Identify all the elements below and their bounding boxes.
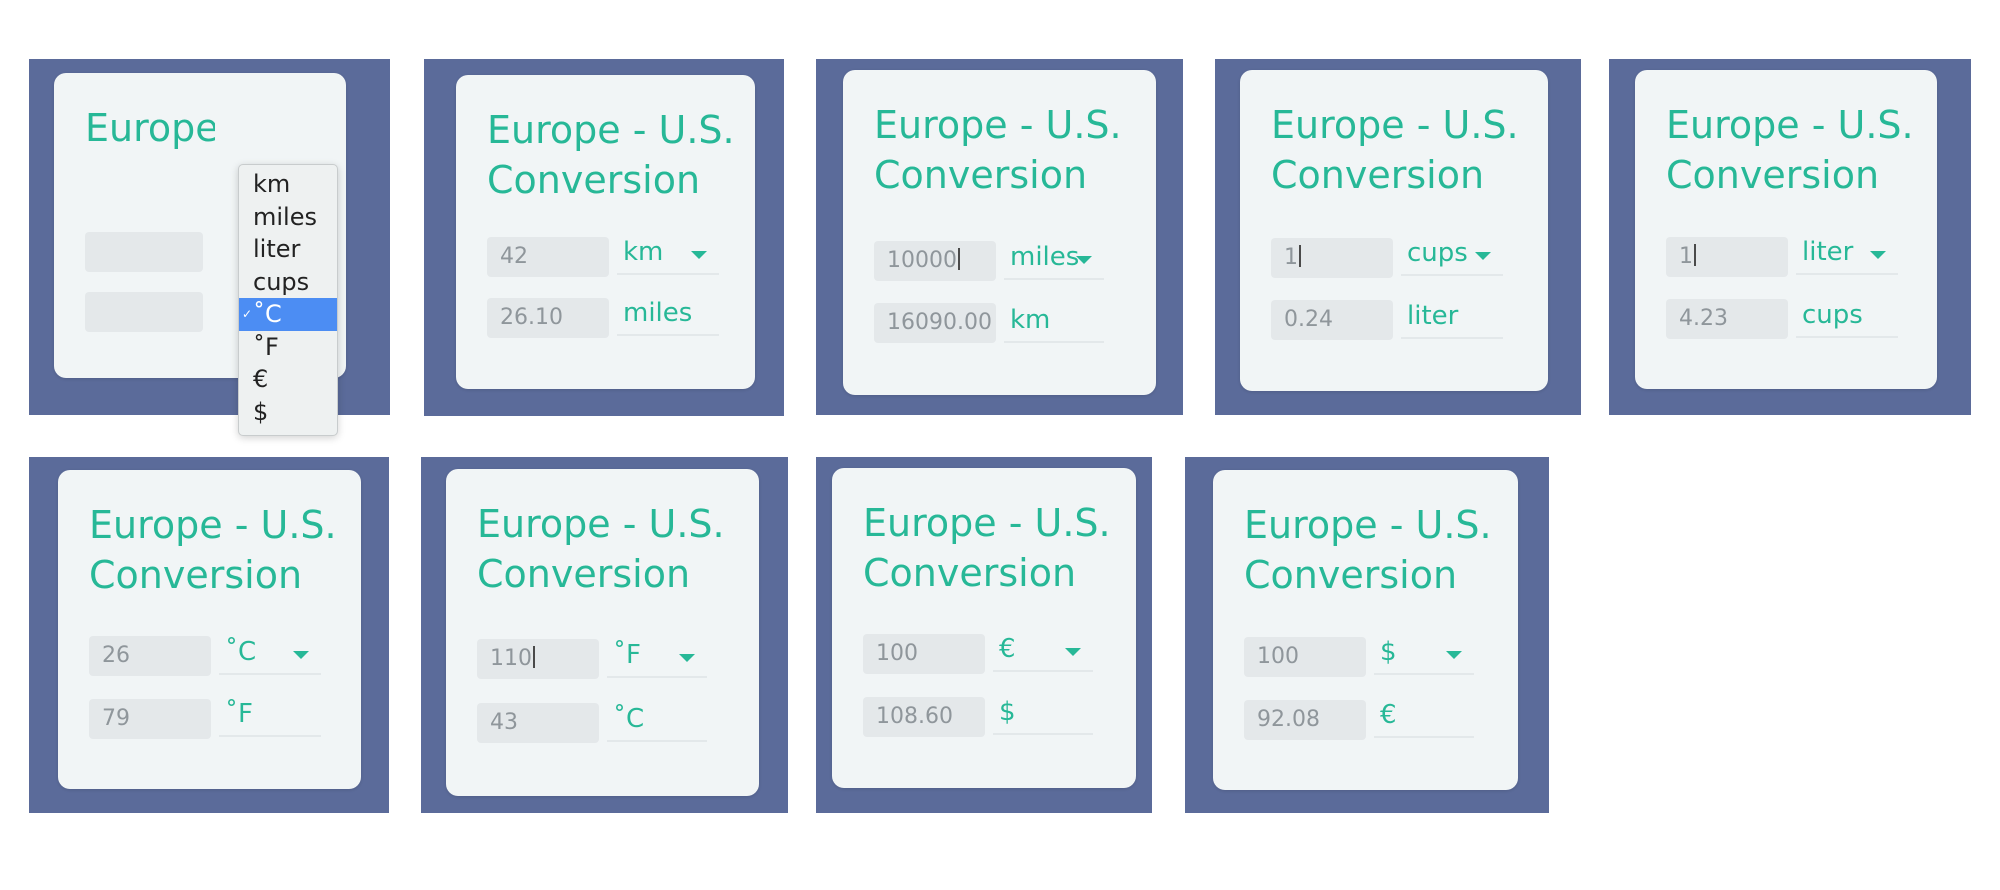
unit-dropdown-menu[interactable]: km miles liter cups ✓ ˚C ˚F € $: [238, 164, 338, 436]
from-unit-label: ˚C: [225, 637, 257, 667]
to-unit-label: ˚C: [607, 702, 707, 742]
amount-input[interactable]: 1: [1666, 237, 1788, 277]
chevron-down-icon: [1065, 648, 1081, 656]
converter-card: Europe - U.S. Conversion 100 $ 92.08 €: [1213, 470, 1518, 790]
converter-panel-4: Europe - U.S. Conversion 1 cups 0.24 lit…: [1215, 59, 1581, 415]
page-title: Europe - U.S. Conversion: [1244, 503, 1492, 597]
from-unit-label: $: [1380, 637, 1397, 667]
converter-card: Europe - U.S. Conversion 1 liter 4.23 cu…: [1635, 70, 1937, 389]
from-unit-label: ˚F: [613, 640, 641, 670]
page-title: Europe - U.S. Conversion: [863, 501, 1111, 595]
page-title: Europe - U.S. Conversion: [874, 103, 1122, 197]
converter-panel-5: Europe - U.S. Conversion 1 liter 4.23 cu…: [1609, 59, 1971, 415]
converter-card: Europe - U.S. Conversion 10000 miles 160…: [843, 70, 1156, 395]
unit-option-miles[interactable]: miles: [253, 202, 317, 231]
unit-option-celsius[interactable]: ✓ ˚C: [239, 298, 337, 331]
converter-panel-6: Europe - U.S. Conversion 26 ˚C 79 ˚F: [29, 457, 389, 813]
from-unit-select[interactable]: ˚C: [219, 635, 321, 675]
result-field: 108.60: [863, 697, 985, 737]
result-field: [85, 292, 203, 332]
chevron-down-icon: [1870, 251, 1886, 259]
from-unit-select[interactable]: cups: [1401, 236, 1503, 276]
converter-card: Europe - U.S. Conversion 1 cups 0.24 lit…: [1240, 70, 1548, 391]
from-unit-select[interactable]: $: [1374, 635, 1474, 675]
chevron-down-icon: [1076, 256, 1092, 264]
amount-input[interactable]: 26: [89, 636, 211, 676]
converter-panel-9: Europe - U.S. Conversion 100 $ 92.08 €: [1185, 457, 1549, 813]
from-unit-label: miles: [1010, 242, 1080, 272]
unit-option-dollar[interactable]: $: [253, 397, 269, 426]
unit-option-label: ˚C: [253, 300, 282, 328]
converter-panel-1: Europe - U.S. Conversion km miles liter …: [29, 59, 390, 436]
to-unit-label: miles: [617, 296, 719, 336]
from-unit-label: cups: [1407, 238, 1468, 268]
from-unit-select[interactable]: liter: [1796, 235, 1898, 275]
from-unit-select[interactable]: €: [993, 632, 1093, 672]
converter-panel-2: Europe - U.S. Conversion 42 km 26.10 mil…: [424, 59, 784, 416]
chevron-down-icon: [1446, 651, 1462, 659]
unit-option-fahrenheit[interactable]: ˚F: [253, 332, 279, 361]
chevron-down-icon: [679, 654, 695, 662]
unit-option-liter[interactable]: liter: [253, 235, 301, 263]
to-unit-label: cups: [1796, 298, 1898, 338]
from-unit-select[interactable]: ˚F: [607, 638, 707, 678]
result-field: 79: [89, 699, 211, 739]
converter-card: Europe - U.S. Conversion 26 ˚C 79 ˚F: [58, 470, 361, 789]
unit-option-euro[interactable]: €: [253, 365, 269, 393]
amount-input[interactable]: 42: [487, 237, 609, 277]
from-unit-label: km: [623, 237, 664, 267]
chevron-down-icon: [691, 251, 707, 259]
amount-input[interactable]: 1: [1271, 238, 1393, 278]
amount-input[interactable]: [85, 232, 203, 272]
to-unit-label: ˚F: [219, 697, 321, 737]
amount-input[interactable]: 100: [863, 634, 985, 674]
result-field: 43: [477, 703, 599, 743]
page-title: Europe - U.S. Conversion: [1271, 103, 1519, 197]
from-unit-label: €: [999, 634, 1016, 664]
page-title: Europe - U.S. Conversion: [487, 108, 735, 202]
result-field: 26.10: [487, 298, 609, 338]
unit-option-cups[interactable]: cups: [253, 267, 310, 296]
converter-card: Europe - U.S. Conversion 110 ˚F 43 ˚C: [446, 469, 759, 796]
converter-panel-3: Europe - U.S. Conversion 10000 miles 160…: [816, 59, 1183, 415]
to-unit-label: $: [993, 695, 1093, 735]
chevron-down-icon: [293, 651, 309, 659]
from-unit-label: liter: [1802, 237, 1854, 267]
to-unit-label: €: [1374, 698, 1474, 738]
page-title: Europe - U.S. Conversion: [89, 503, 337, 597]
page-title: Europe - U.S. Conversion: [477, 502, 725, 596]
page-title: Europe - U.S. Conversion: [85, 106, 215, 150]
checkmark-icon: ✓: [242, 307, 253, 321]
from-unit-select[interactable]: km: [617, 235, 719, 275]
unit-option-km[interactable]: km: [253, 170, 291, 198]
converter-panel-8: Europe - U.S. Conversion 100 € 108.60 $: [816, 457, 1152, 813]
to-unit-label: liter: [1401, 299, 1503, 339]
converter-card: Europe - U.S. Conversion 100 € 108.60 $: [832, 468, 1136, 788]
to-unit-label: km: [1004, 303, 1104, 343]
result-field: 92.08: [1244, 700, 1366, 740]
amount-input[interactable]: 110: [477, 639, 599, 679]
converter-card: Europe - U.S. Conversion 42 km 26.10 mil…: [456, 75, 755, 389]
amount-input[interactable]: 100: [1244, 637, 1366, 677]
chevron-down-icon: [1475, 252, 1491, 260]
result-field: 4.23: [1666, 299, 1788, 339]
result-field: 0.24: [1271, 300, 1393, 340]
from-unit-select[interactable]: miles: [1004, 240, 1104, 280]
page-title: Europe - U.S. Conversion: [1666, 103, 1914, 197]
converter-panel-7: Europe - U.S. Conversion 110 ˚F 43 ˚C: [421, 457, 788, 813]
result-field: 16090.00: [874, 303, 996, 343]
amount-input[interactable]: 10000: [874, 241, 996, 281]
